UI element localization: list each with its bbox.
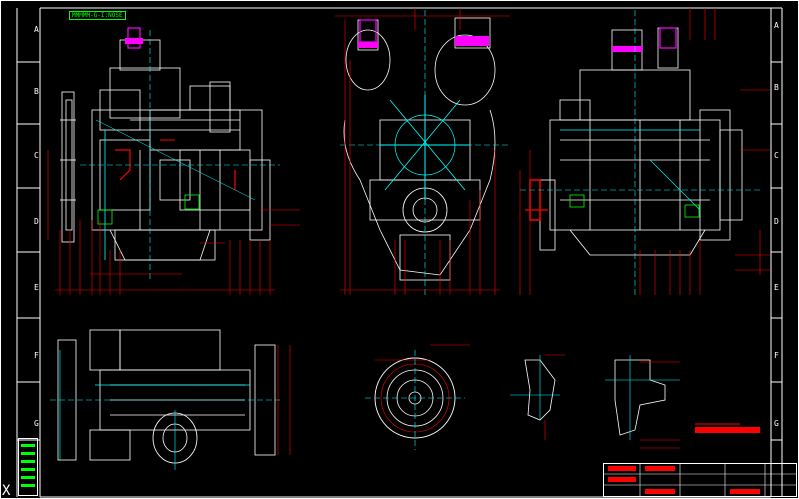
engine-front-view-dimensions bbox=[335, 8, 510, 295]
zone-label-right-f: F bbox=[774, 351, 779, 360]
zone-label-right-a: A bbox=[774, 21, 779, 30]
engine-side-view-left bbox=[60, 39, 271, 261]
section-detail-b bbox=[605, 355, 680, 449]
zone-label-left-e: E bbox=[34, 283, 39, 292]
engine-top-view-centerlines bbox=[50, 345, 291, 470]
zone-label-right-d: D bbox=[774, 217, 779, 226]
notes-block bbox=[695, 423, 760, 433]
engine-side-view-right-highlight bbox=[520, 10, 760, 295]
engine-side-view-left-dimensions bbox=[47, 150, 300, 295]
zone-label-right-b: B bbox=[774, 83, 779, 92]
legend-swatches bbox=[21, 444, 35, 487]
zone-label-left-b: B bbox=[34, 87, 39, 96]
engine-top-view bbox=[57, 329, 276, 464]
engine-side-view-right bbox=[539, 27, 743, 256]
zone-label-left-a: A bbox=[34, 25, 39, 34]
scale-tag: MMMMM-G-I:NOSE bbox=[69, 11, 126, 20]
engine-side-view-left-highlight bbox=[80, 27, 280, 280]
zone-label-left-c: C bbox=[34, 151, 39, 160]
zone-label-left-d: D bbox=[34, 217, 39, 226]
engine-side-view-right-dimensions bbox=[519, 8, 770, 295]
layer-legend-box bbox=[18, 438, 38, 496]
section-detail-a bbox=[510, 354, 565, 440]
zone-label-right-c: C bbox=[774, 151, 779, 160]
zone-label-right-e: E bbox=[774, 283, 779, 292]
ucs-glyph: X bbox=[2, 483, 11, 499]
zone-label-left-g: G bbox=[34, 419, 39, 428]
title-block bbox=[603, 463, 797, 497]
title-block-grid bbox=[603, 463, 797, 497]
ucs-icon: X bbox=[2, 480, 16, 499]
flywheel-detail-view bbox=[365, 344, 470, 450]
zone-label-left-f: F bbox=[34, 351, 39, 360]
zone-label-right-g: G bbox=[774, 419, 779, 428]
engine-front-view-centerlines bbox=[340, 10, 510, 295]
